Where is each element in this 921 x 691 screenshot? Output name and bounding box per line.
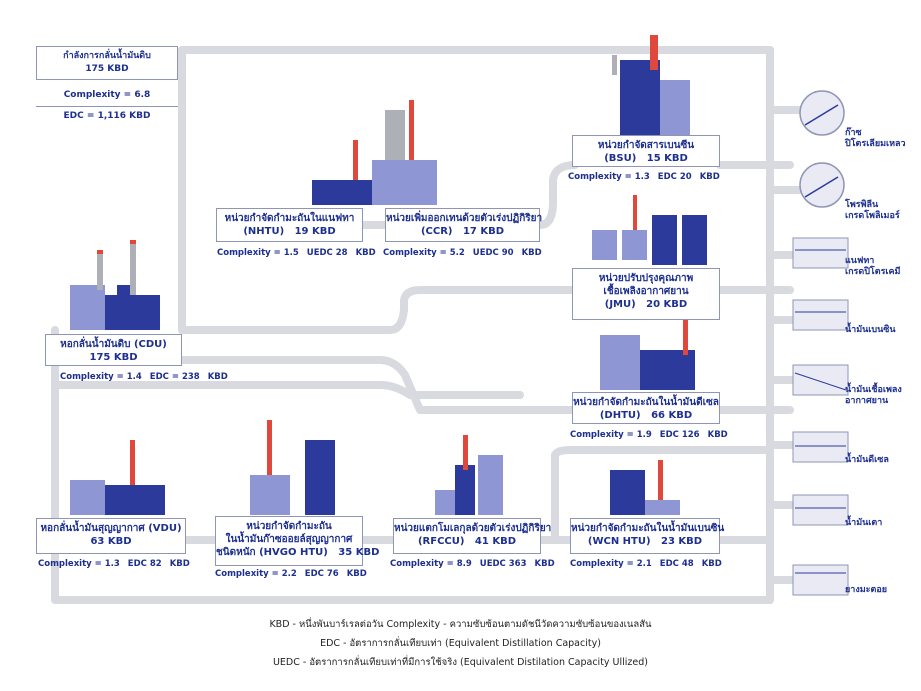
diesel-tank-icon xyxy=(792,431,849,463)
capacity-value: 175 KBD xyxy=(85,64,129,74)
wcn-plant-icon xyxy=(610,460,680,515)
naphtha-tank-icon xyxy=(792,237,849,269)
nhtu-ccr-plant-icon xyxy=(312,100,437,205)
rfccu-plant-icon xyxy=(435,435,503,515)
lpg-sphere-icon xyxy=(799,90,845,136)
cdu-plant-icon xyxy=(70,240,160,330)
bsu-plant-icon xyxy=(612,35,690,135)
product-jetfuel: น้ำมันเชื้อเพลงอากาศยาน xyxy=(845,385,902,406)
jmu-plant-icon xyxy=(592,195,707,265)
product-gasoline: น้ำมันเบนซิน xyxy=(845,325,896,335)
legend-line-2: EDC - อัตราการกลั่นเทียบเท่า (Equivalent… xyxy=(320,638,601,649)
fueloil-tank-icon xyxy=(792,494,849,526)
vdu-box: หอกลั่นน้ำมันสุญญากาศ (VDU) 63 KBD xyxy=(36,518,186,554)
hvgo-plant-icon xyxy=(250,420,335,515)
bsu-box: หน่วยกำจัดสารเบนซีน (BSU) 15 KBD xyxy=(572,135,720,167)
product-asphalt: ยางมะตอย xyxy=(845,585,888,595)
product-propylene: โพรพิลีนเกรดโพลิเมอร์ xyxy=(845,200,900,221)
legend-line-1: KBD - หนึ่งพันบาร์เรลต่อวัน Complexity -… xyxy=(269,619,652,630)
summary-edc: EDC = 1,116 KBD xyxy=(63,111,151,121)
nhtu-box: หน่วยกำจัดกำมะถันในแนฟทา (NHTU) 19 KBD xyxy=(216,208,363,242)
product-lpg: ก๊าซปิโตรเลียมเหลว xyxy=(845,128,906,149)
ccr-box: หน่วยเพิ่มออกเทนด้วยตัวเร่งปฏิกิริยา (CC… xyxy=(385,208,542,242)
refinery-summary: กำลังการกลั่นน้ำมันดิบ 175 KBD Complexit… xyxy=(36,46,178,131)
summary-complexity: Complexity = 6.8 xyxy=(63,90,151,100)
jetfuel-tank-icon xyxy=(792,364,849,396)
product-diesel: น้ำมันดีเซล xyxy=(845,455,889,465)
propylene-sphere-icon xyxy=(799,162,845,208)
jmu-box: หน่วยปรับปรุงคุณภาพ เชื้อเพลิงอากาศยาน (… xyxy=(572,268,720,320)
hvgo-box: หน่วยกำจัดกำมะถัน ในน้ำมันก๊าซออยล์สุญญา… xyxy=(215,516,379,566)
product-fueloil: น้ำมันเตา xyxy=(845,518,883,528)
dhtu-plant-icon xyxy=(600,310,695,390)
asphalt-tank-icon xyxy=(792,564,849,596)
dhtu-box: หน่วยกำจัดกำมะถันในน้ำมันดีเซล (DHTU) 66… xyxy=(572,392,720,424)
product-naphtha: แนฟทาเกรดปิโตรเคมี xyxy=(845,256,901,277)
wcn-box: หน่วยกำจัดกำมะถันในน้ำมันเบนซิน (WCN HTU… xyxy=(570,518,724,554)
vdu-plant-icon xyxy=(70,440,165,515)
legend-line-3: UEDC - อัตราการกลั่นเทียบเท่าที่มีการใช้… xyxy=(272,657,649,668)
gasoline-tank-icon xyxy=(792,299,849,331)
cdu-box: หอกลั่นน้ำมันดิบ (CDU) 175 KBD xyxy=(45,334,182,366)
capacity-label: กำลังการกลั่นน้ำมันดิบ xyxy=(63,51,151,61)
rfccu-box: หน่วยแตกโมเลกุลด้วยตัวเร่งปฏิกิริยา (RFC… xyxy=(393,518,551,554)
